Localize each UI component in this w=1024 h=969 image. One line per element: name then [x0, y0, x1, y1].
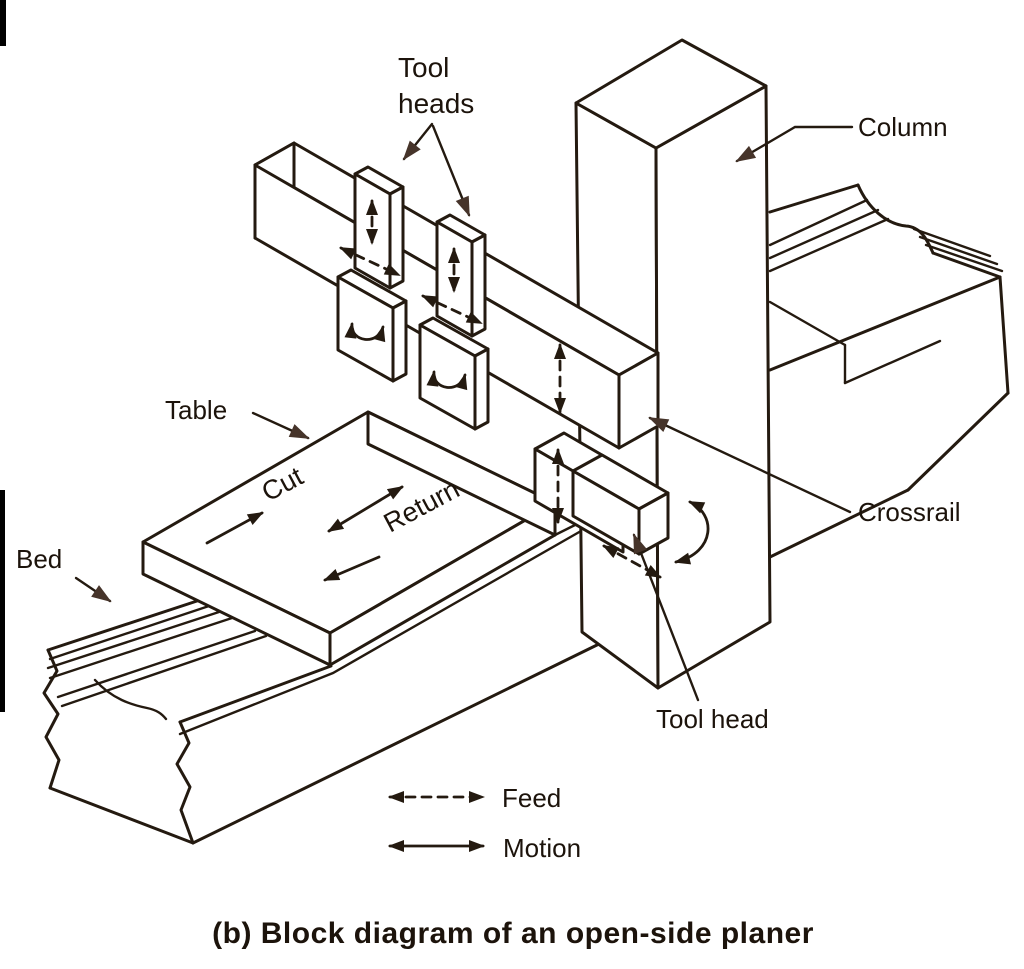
bed-end-step-line — [924, 243, 1004, 273]
column-label: Column — [858, 112, 948, 142]
table-shape: Cut Return — [141, 410, 557, 667]
bed-ledge-edge — [178, 664, 333, 724]
tool-head-label: Tool head — [656, 704, 769, 734]
bed-top-edge-left — [46, 599, 199, 652]
crossrail-label: Crossrail — [858, 497, 961, 527]
figure-caption: (b) Block diagram of an open-side planer — [212, 917, 814, 950]
bed-leader — [74, 576, 112, 603]
tool-head-2-clapper-side — [473, 347, 490, 431]
bed-ledge-step-right — [768, 300, 847, 347]
tool-heads-leader-2 — [431, 124, 471, 217]
scan-artifact-bar-top — [0, 0, 6, 46]
column-right-face — [654, 84, 772, 690]
crossrail-leader — [648, 416, 852, 514]
tool-head-1-shape — [336, 165, 408, 383]
bed-break-scallop — [93, 678, 168, 721]
bed-guideway-line — [48, 616, 234, 680]
bed-break-inner-jagged — [175, 720, 195, 845]
side-tool-head-shape — [533, 431, 710, 579]
tool-heads-label-line1: Tool — [398, 52, 449, 83]
tool-heads-leader-1 — [402, 122, 434, 161]
bed-break-left-jagged — [42, 648, 61, 790]
bed-bottom-edge-right — [768, 488, 910, 559]
bed-guideway-line — [48, 604, 211, 661]
cut-arrow-icon — [205, 511, 264, 545]
bed-guideway-line — [768, 217, 890, 273]
table-motion-double-arrow-icon — [327, 485, 404, 533]
tool-head-2-slide-front — [435, 220, 474, 338]
bed-guideway-line — [768, 208, 880, 260]
bed-end-top-edge — [931, 251, 1002, 279]
column-top-face — [574, 38, 768, 150]
table-leader — [251, 411, 310, 440]
tool-head-2-cross-feed-arrow-icon — [421, 294, 483, 325]
tool-head-2-swivel-arrow-icon — [426, 370, 468, 391]
tool-head-leader — [632, 533, 700, 702]
bed-shape — [42, 183, 1010, 845]
bed-guideway-line — [768, 198, 869, 247]
legend-feed-label: Feed — [502, 783, 561, 813]
bed-bottom-left-corner-edge — [48, 786, 195, 845]
bed-break-right-wave — [856, 183, 935, 255]
tool-head-1-swivel-arrow-icon — [344, 322, 386, 343]
tool-head-1-clapper-side — [391, 299, 408, 383]
column-leader — [735, 125, 854, 163]
bed-label: Bed — [16, 544, 62, 574]
labels: Tool heads Column Table Bed Crossrail To… — [16, 52, 961, 734]
side-head-cross-feed-arrow-icon — [602, 544, 662, 579]
legend: Feed Motion — [388, 783, 581, 863]
bed-ledge-edge-2 — [178, 529, 583, 736]
bed-front-top-edge-right — [768, 275, 1002, 372]
bed-end-right-edge — [998, 275, 1010, 395]
table-end-face — [366, 410, 557, 537]
bed-end-step-line — [918, 235, 999, 266]
tool-head-1-slide-front — [353, 172, 392, 290]
bed-guideway-line — [46, 610, 221, 670]
return-arrow-icon — [323, 555, 381, 582]
bed-guideway-line — [60, 634, 268, 708]
tool-head-2-shape — [418, 213, 490, 431]
bed-back-edge-right — [768, 183, 860, 214]
bed-ledge-right — [843, 339, 942, 385]
scan-artifact-bar-mid — [0, 490, 5, 712]
bed-guideway-line — [56, 629, 257, 699]
bed-end-bottom-edge — [906, 391, 1010, 492]
legend-motion-label: Motion — [503, 833, 581, 863]
bed-end-step-line — [912, 227, 992, 258]
tool-heads-label-line2: heads — [398, 88, 474, 119]
side-head-swivel-arrow-icon — [674, 500, 710, 565]
tool-head-1-cross-feed-arrow-icon — [339, 246, 401, 277]
bed-bottom-edge — [191, 642, 601, 845]
table-label: Table — [165, 395, 227, 425]
